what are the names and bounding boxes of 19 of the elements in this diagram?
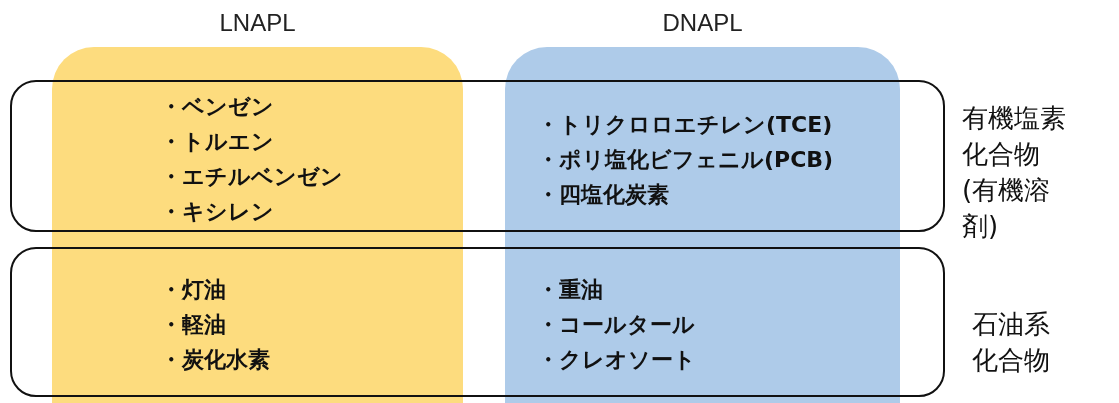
list-item: ・ポリ塩化ビフェニル(PCB) <box>537 146 834 174</box>
row-label: 石油系化合物 <box>972 308 1051 377</box>
list-item: ・ベンゼン <box>160 93 274 121</box>
list-item: ・トリクロロエチレン(TCE) <box>537 111 833 139</box>
list-item: ・コールタール <box>537 311 695 339</box>
list-item: ・軽油 <box>160 311 226 339</box>
list-item: ・重油 <box>537 276 603 304</box>
list-item: ・トルエン <box>160 128 274 156</box>
list-item: ・四塩化炭素 <box>537 181 669 209</box>
list-item: ・クレオソート <box>537 346 696 374</box>
list-item: ・灯油 <box>160 276 226 304</box>
list-item: ・エチルベンゼン <box>160 163 343 191</box>
column-heading: LNAPL <box>218 9 297 37</box>
list-item: ・キシレン <box>160 198 274 226</box>
row-label: 有機塩素化合物(有機溶剤) <box>962 102 1067 243</box>
row-frame <box>10 247 945 397</box>
row-frame <box>10 80 945 232</box>
column-heading: DNAPL <box>661 9 744 37</box>
list-item: ・炭化水素 <box>160 346 270 374</box>
